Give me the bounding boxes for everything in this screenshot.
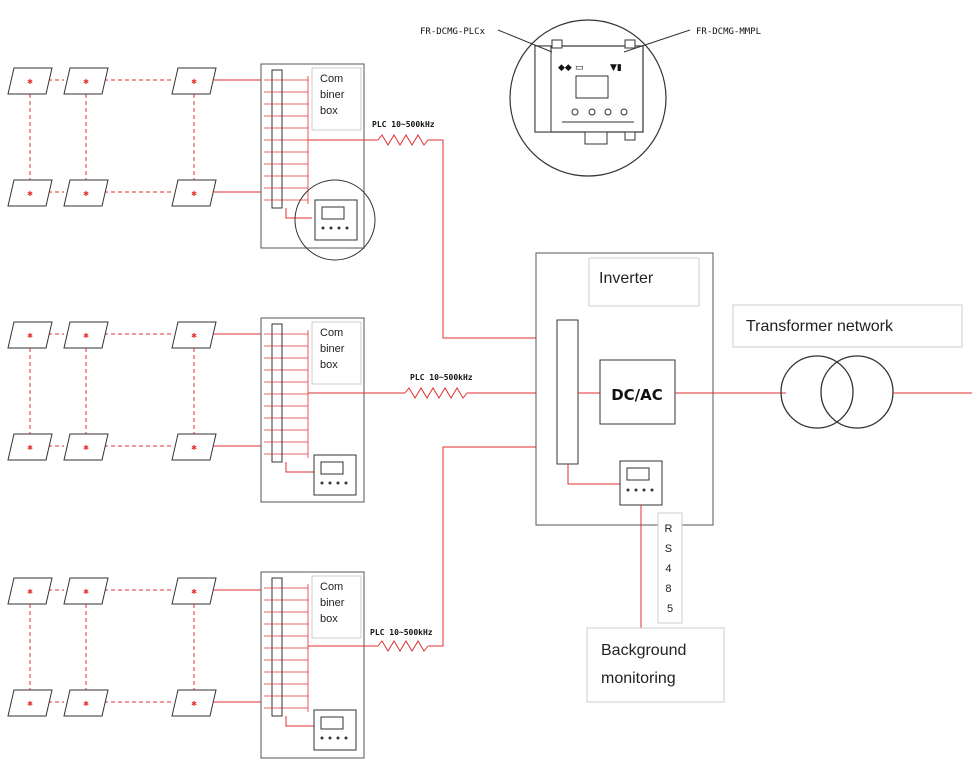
module-callout: ◆◆ ▭ ▼▮ FR-DCMG-PLCx FR-DCMG-MMPL bbox=[420, 19, 761, 177]
zoom-circle bbox=[294, 179, 376, 261]
dc-ac-converter bbox=[599, 359, 676, 425]
converter-label: DC/AC bbox=[611, 386, 663, 404]
plc-link-3: PLC 10~500kHz bbox=[366, 446, 557, 652]
svg-text:✱: ✱ bbox=[83, 444, 89, 452]
svg-text:✱: ✱ bbox=[83, 332, 89, 340]
solar-panel: ✱ bbox=[7, 577, 53, 605]
transformer-label: Transformer network bbox=[746, 318, 894, 335]
solar-panel: ✱ bbox=[7, 67, 53, 95]
solar-panel: ✱ bbox=[171, 321, 217, 349]
combiner-box-label: Com biner box bbox=[320, 327, 348, 371]
dc-bus-bar bbox=[556, 319, 579, 465]
monitor-module bbox=[619, 460, 663, 506]
solar-panel: ✱ bbox=[63, 321, 109, 349]
svg-text:✱: ✱ bbox=[27, 332, 33, 340]
svg-text:✱: ✱ bbox=[27, 190, 33, 198]
svg-text:▼▮: ▼▮ bbox=[610, 63, 622, 73]
svg-text:✱: ✱ bbox=[191, 190, 197, 198]
rs485-label: R S 4 8 5 bbox=[664, 523, 675, 615]
plc-label: PLC 10~500kHz bbox=[372, 120, 435, 129]
svg-text:✱: ✱ bbox=[191, 332, 197, 340]
pv-array-group-1: ✱ ✱ ✱ ✱ ✱ ✱ Com biner box bbox=[7, 63, 376, 261]
pv-array-group-3: ✱ ✱ ✱ ✱ ✱ ✱ Com biner box bbox=[7, 571, 366, 759]
rs485-link: R S 4 8 5 bbox=[640, 505, 683, 628]
svg-text:✱: ✱ bbox=[27, 78, 33, 86]
svg-text:✱: ✱ bbox=[83, 78, 89, 86]
svg-text:✱: ✱ bbox=[191, 588, 197, 596]
solar-panel: ✱ bbox=[7, 179, 53, 207]
solar-panel: ✱ bbox=[63, 179, 109, 207]
solar-panel: ✱ bbox=[171, 433, 217, 461]
inverter-title: Inverter bbox=[599, 270, 654, 287]
solar-panel: ✱ bbox=[171, 67, 217, 95]
plc-label: PLC 10~500kHz bbox=[370, 628, 433, 637]
svg-text:◆◆ ▭: ◆◆ ▭ bbox=[558, 63, 583, 73]
svg-text:✱: ✱ bbox=[83, 588, 89, 596]
solar-panel: ✱ bbox=[7, 433, 53, 461]
plc-link-2: PLC 10~500kHz bbox=[366, 373, 557, 399]
solar-panel: ✱ bbox=[63, 689, 109, 717]
combiner-box: Com biner box bbox=[260, 63, 366, 249]
svg-text:✱: ✱ bbox=[27, 444, 33, 452]
combiner-box-label: Com biner box bbox=[320, 581, 348, 625]
inverter: Inverter DC/AC bbox=[535, 252, 714, 526]
array-interconnect-lines bbox=[29, 79, 195, 193]
background-monitoring: Background monitoring bbox=[586, 627, 725, 703]
solar-panel: ✱ bbox=[63, 577, 109, 605]
solar-panel: ✱ bbox=[7, 321, 53, 349]
monitor-module bbox=[313, 454, 357, 496]
monitor-module-enlarged: ◆◆ ▭ ▼▮ bbox=[534, 39, 644, 145]
monitor-module bbox=[313, 709, 357, 751]
svg-text:✱: ✱ bbox=[83, 700, 89, 708]
svg-text:✱: ✱ bbox=[27, 700, 33, 708]
svg-text:✱: ✱ bbox=[83, 190, 89, 198]
combiner-box-label: Com biner box bbox=[320, 73, 348, 117]
monitor-module bbox=[314, 199, 358, 241]
svg-text:✱: ✱ bbox=[191, 78, 197, 86]
svg-text:✱: ✱ bbox=[27, 588, 33, 596]
monitoring-label: Background monitoring bbox=[601, 642, 691, 687]
solar-panel: ✱ bbox=[63, 67, 109, 95]
solar-panel: ✱ bbox=[171, 689, 217, 717]
module-right-label: FR-DCMG-MMPL bbox=[696, 27, 761, 37]
pv-array-group-2: ✱ ✱ ✱ ✱ ✱ ✱ Com biner box bbox=[7, 317, 366, 503]
module-left-label: FR-DCMG-PLCx bbox=[420, 27, 486, 37]
plc-link-1: PLC 10~500kHz bbox=[366, 120, 557, 339]
svg-text:✱: ✱ bbox=[191, 700, 197, 708]
plc-label: PLC 10~500kHz bbox=[410, 373, 473, 382]
solar-panel: ✱ bbox=[171, 179, 217, 207]
transformer: Transformer network bbox=[732, 304, 972, 429]
solar-panel: ✱ bbox=[7, 689, 53, 717]
solar-panel: ✱ bbox=[171, 577, 217, 605]
solar-panel: ✱ bbox=[63, 433, 109, 461]
svg-text:✱: ✱ bbox=[191, 444, 197, 452]
